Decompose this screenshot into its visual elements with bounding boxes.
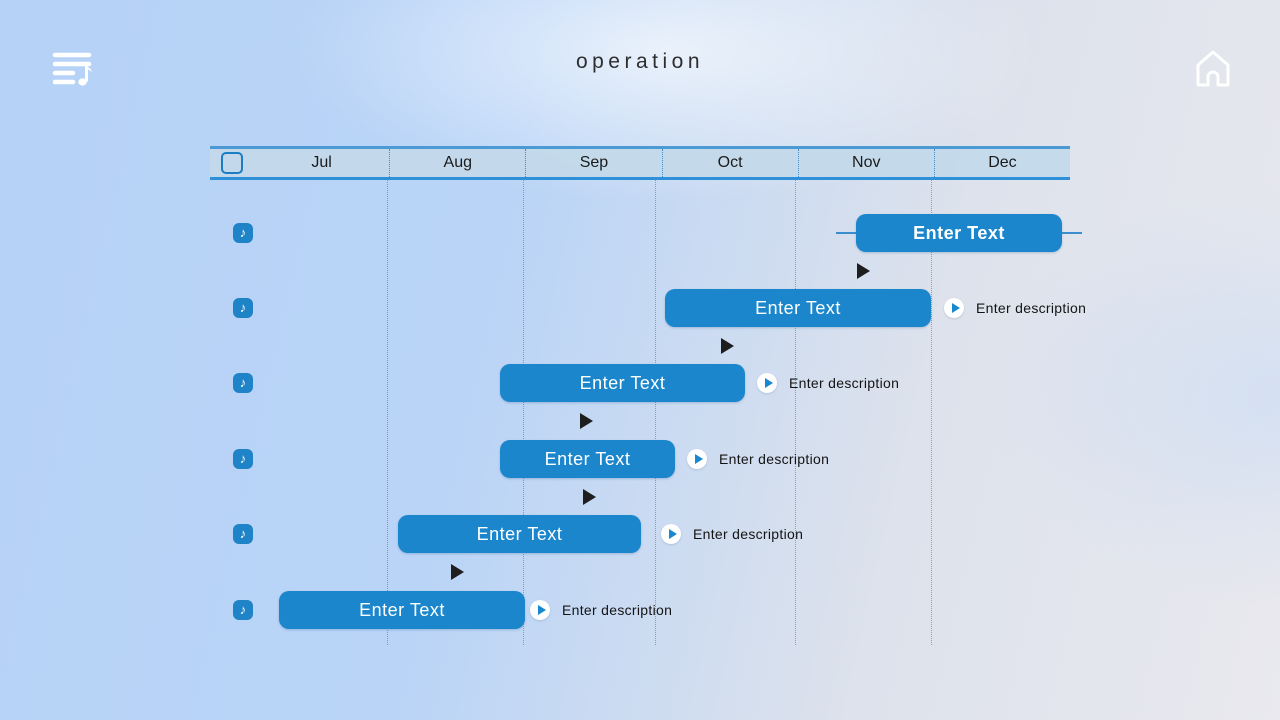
play-triangle-icon	[668, 529, 677, 539]
task-bar-2[interactable]: Enter Text	[665, 289, 931, 327]
description-label: Enter description	[693, 526, 804, 542]
task-bar-label: Enter Text	[544, 448, 631, 469]
black-arrow-icon	[583, 489, 596, 505]
month-label-dec: Dec	[933, 149, 1070, 177]
header-checkbox-cell	[210, 149, 254, 177]
task-bar-1[interactable]: Enter Text	[856, 214, 1062, 252]
month-label-oct: Oct	[661, 149, 798, 177]
task-bar-6[interactable]: Enter Text	[279, 591, 525, 629]
play-triangle-icon	[694, 454, 703, 464]
task-bar-5[interactable]: Enter Text	[398, 515, 641, 553]
play-triangle-icon	[764, 378, 773, 388]
month-label-sep: Sep	[525, 149, 661, 177]
bar-connector-right	[1062, 232, 1082, 234]
play-triangle-icon	[951, 303, 960, 313]
play-circle-icon	[687, 449, 707, 469]
month-label-aug: Aug	[389, 149, 525, 177]
task-bar-label: Enter Text	[913, 222, 1005, 243]
checkbox-icon[interactable]	[221, 152, 243, 174]
play-circle-icon	[530, 600, 550, 620]
black-arrow-icon	[857, 263, 870, 279]
home-icon[interactable]	[1192, 47, 1234, 91]
month-label-jul: Jul	[311, 154, 332, 171]
task-bar-3[interactable]: Enter Text	[500, 364, 745, 402]
task-bar-4[interactable]: Enter Text	[500, 440, 675, 478]
black-arrow-icon	[451, 564, 464, 580]
description-item-2[interactable]: Enter description	[944, 298, 1086, 318]
play-triangle-icon	[537, 605, 546, 615]
description-label: Enter description	[976, 300, 1087, 316]
play-circle-icon	[757, 373, 777, 393]
timeline-month-header: Jul Aug Sep Oct Nov Dec	[210, 146, 1070, 180]
playlist-music-icon[interactable]	[52, 50, 96, 90]
music-note-icon: ♪	[233, 223, 253, 243]
description-label: Enter description	[562, 602, 673, 618]
bar-connector-left	[836, 232, 856, 234]
description-label: Enter description	[789, 375, 900, 391]
task-bar-label: Enter Text	[359, 599, 445, 620]
black-arrow-icon	[721, 338, 734, 354]
music-note-icon: ♪	[233, 298, 253, 318]
description-item-5[interactable]: Enter description	[661, 524, 803, 544]
description-item-3[interactable]: Enter description	[757, 373, 899, 393]
gridline-nov-dec	[931, 180, 932, 645]
description-item-6[interactable]: Enter description	[530, 600, 672, 620]
description-label: Enter description	[719, 451, 830, 467]
gridline-sep-oct	[655, 180, 656, 645]
task-bar-label: Enter Text	[579, 372, 666, 393]
description-item-4[interactable]: Enter description	[687, 449, 829, 469]
task-bar-label: Enter Text	[755, 297, 841, 318]
page-title: operation	[575, 50, 705, 73]
music-note-icon: ♪	[233, 600, 253, 620]
gridline-oct-nov	[795, 180, 796, 645]
play-circle-icon	[944, 298, 964, 318]
task-bar-label: Enter Text	[476, 523, 563, 544]
music-note-icon: ♪	[233, 373, 253, 393]
music-note-icon: ♪	[233, 524, 253, 544]
black-arrow-icon	[580, 413, 593, 429]
gridline-aug-sep	[523, 180, 524, 645]
play-circle-icon	[661, 524, 681, 544]
music-note-icon: ♪	[233, 449, 253, 469]
gridline-jul-aug	[387, 180, 388, 645]
month-label-nov: Nov	[797, 149, 934, 177]
